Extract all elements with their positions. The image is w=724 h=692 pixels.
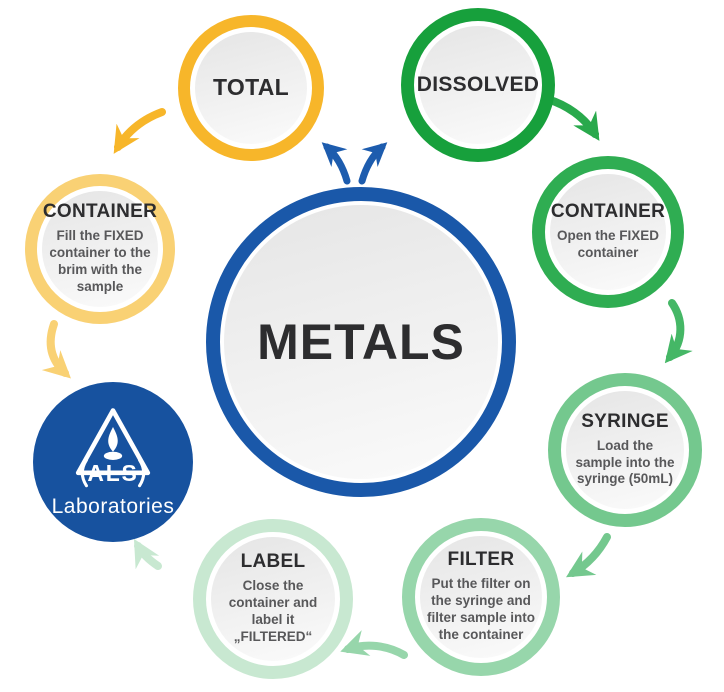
container-right-title: CONTAINER [550,201,666,223]
arrow-filter-to-label [340,630,408,659]
als-logo-text: ALS [87,460,138,486]
label-title: LABEL [240,551,306,573]
node-label: LABEL Close the container and label it „… [193,519,353,679]
arrow-center-to-dissolved [358,142,388,185]
node-als-laboratories: ALS Laboratories [33,382,193,542]
node-metals: METALS [206,187,516,497]
arrow-container-right-to-syringe [664,299,693,364]
arrow-total-to-container-left [113,108,166,154]
container-right-subtitle: Open the FIXED container [556,228,659,260]
dissolved-title: DISSOLVED [416,73,540,97]
node-syringe: SYRINGE Load the sample into the syringe… [548,373,702,527]
syringe-subtitle: Load the sample into the syringe (50mL) [575,437,675,487]
arrow-center-to-total [321,142,351,185]
node-container-right: CONTAINER Open the FIXED container [532,156,684,308]
als-logo-icon: ALS [75,408,151,488]
metals-title: METALS [257,313,465,370]
syringe-title: SYRINGE [581,410,669,432]
metals-disc: METALS [224,205,498,479]
als-laboratories-label: Laboratories [51,495,175,518]
container-left-title: CONTAINER [42,201,158,223]
arrow-label-to-als [133,538,162,570]
filter-title: FILTER [447,549,515,571]
arrow-container-left-to-als [41,320,71,379]
container-left-subtitle: Fill the FIXED container to the brim wit… [49,228,151,294]
node-dissolved: DISSOLVED [401,8,555,162]
node-container-left: CONTAINER Fill the FIXED container to th… [25,174,175,324]
node-total: TOTAL [178,15,324,161]
total-title: TOTAL [212,74,290,101]
node-filter: FILTER Put the filter on the syringe and… [402,518,560,676]
arrow-dissolved-to-container-right [543,95,600,141]
arrow-syringe-to-filter [566,533,611,578]
filter-subtitle: Put the filter on the syringe and filter… [426,576,536,642]
label-subtitle: Close the container and label it „FILTER… [228,578,318,644]
